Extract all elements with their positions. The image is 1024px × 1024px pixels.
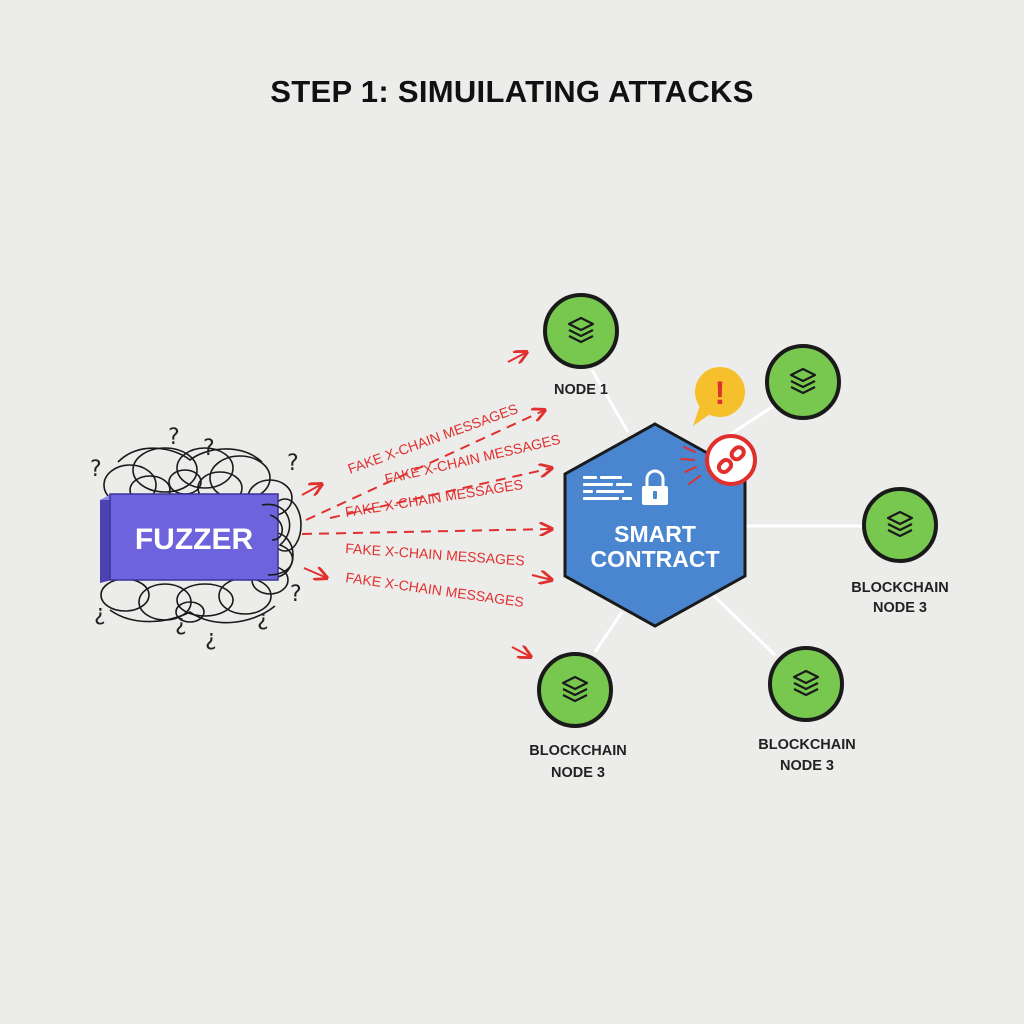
attack-arrow — [303, 568, 327, 578]
fuzzer-block-side — [100, 494, 112, 583]
blockchain-node-1: NODE 1 — [543, 293, 619, 398]
code-icon — [583, 476, 632, 500]
contract-label-line-1: SMART — [614, 521, 696, 547]
connector-node-5 — [711, 593, 777, 657]
fuzzer-block-face — [109, 493, 279, 581]
node-label-line-1: BLOCKCHAIN — [851, 580, 948, 596]
node-label-line-2: NODE 3 — [551, 765, 605, 781]
question-mark: ? — [90, 457, 102, 482]
node-label-line-2: NODE 3 — [873, 600, 927, 616]
node-label-line-2: NODE 3 — [780, 758, 834, 774]
question-mark: ? — [287, 451, 299, 476]
attack-arrow — [301, 529, 552, 534]
blockchain-node-3: BLOCKCHAIN NODE 3 — [851, 487, 949, 616]
fake-message-label: FAKE X-CHAIN MESSAGES — [345, 540, 525, 568]
chaos-scribble-overlap — [261, 503, 294, 576]
blockchain-node-5: BLOCKCHAIN NODE 3 — [758, 646, 856, 774]
question-mark: ¿ — [257, 606, 269, 631]
attack-arrow — [531, 575, 552, 580]
fuzzer-label: FUZZER — [135, 523, 254, 556]
question-mark: ¿ — [94, 601, 106, 626]
question-mark: ? — [168, 425, 180, 450]
warning-speech-bubble-icon: ! — [693, 367, 745, 426]
question-mark: ¿ — [175, 611, 187, 636]
blockchain-node-2 — [765, 344, 841, 420]
attack-arrow — [305, 410, 545, 521]
attack-arrow — [301, 484, 322, 495]
smart-contract: SMART CONTRACT — [563, 422, 747, 628]
connector-node-2 — [727, 403, 776, 438]
question-mark: ? — [203, 436, 215, 461]
question-marks: ? ? ? ? ? ¿ ¿ ¿ ¿ — [90, 425, 302, 651]
node-label-line-1: BLOCKCHAIN — [758, 737, 855, 753]
fake-message-label: FAKE X-CHAIN MESSAGES — [344, 476, 524, 520]
contract-label-line-2: CONTRACT — [590, 546, 719, 572]
attack-arrows — [301, 352, 552, 657]
connector-node-1 — [590, 369, 630, 433]
node-label-line-1: NODE 1 — [554, 382, 608, 398]
attack-arrow — [511, 647, 531, 657]
broken-chain-link-icon — [680, 434, 757, 486]
fake-message-label: FAKE X-CHAIN MESSAGES — [345, 569, 525, 610]
page-title: STEP 1: SIMUILATING ATTACKS — [270, 74, 754, 109]
question-mark: ? — [290, 582, 302, 607]
question-mark: ¿ — [205, 626, 217, 651]
connector-node-4 — [593, 611, 624, 653]
fuzzer-block: FUZZER — [100, 493, 279, 583]
attack-arrow — [507, 352, 527, 362]
message-labels: FAKE X-CHAIN MESSAGES FAKE X-CHAIN MESSA… — [344, 400, 562, 610]
attack-arrow — [329, 468, 552, 519]
padlock-icon — [642, 469, 668, 505]
blockchain-node-4: BLOCKCHAIN NODE 3 — [529, 652, 627, 781]
warning-symbol: ! — [715, 375, 726, 411]
node-label-line-1: BLOCKCHAIN — [529, 743, 626, 759]
node-connectors — [590, 369, 862, 657]
